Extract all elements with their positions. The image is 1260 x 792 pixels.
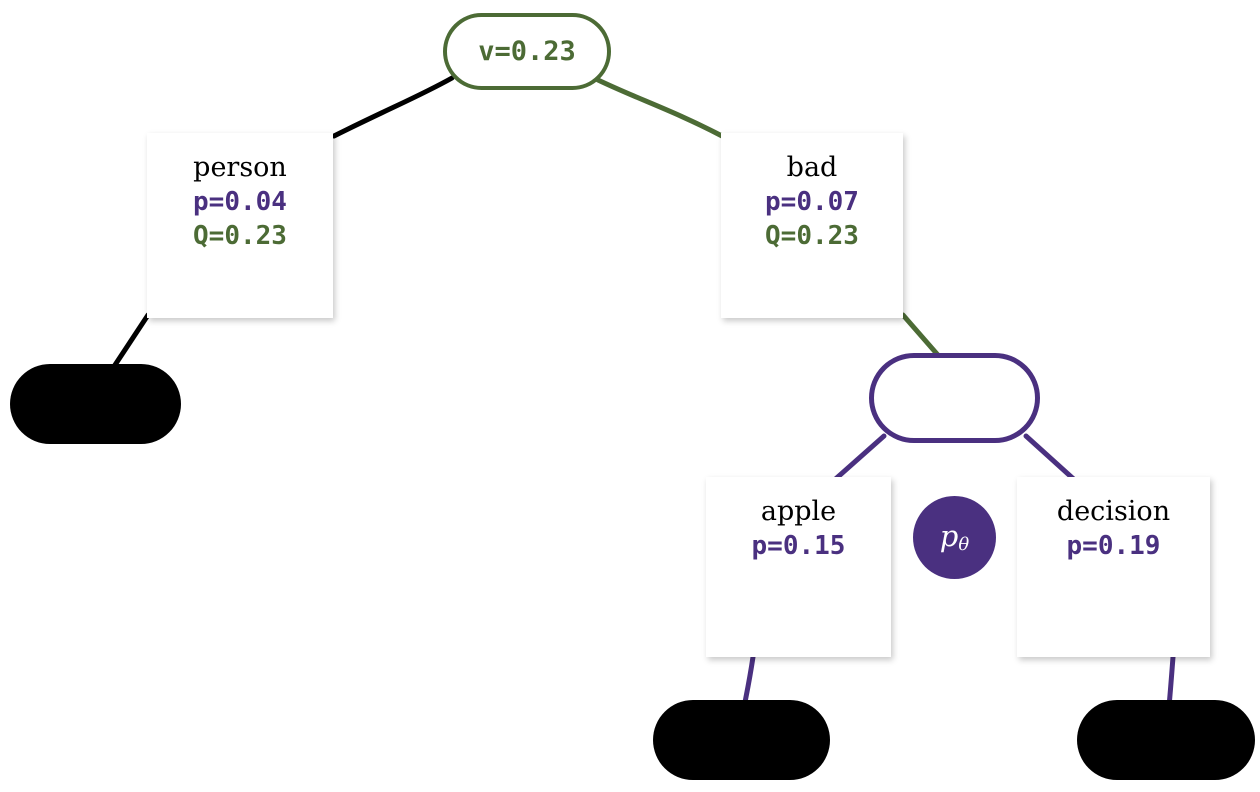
- prior-probability-label: p=0.15: [751, 530, 846, 561]
- truncated-node-left[interactable]: [10, 364, 181, 444]
- token-card-decision[interactable]: decision p=0.19: [1017, 477, 1210, 657]
- token-card-person[interactable]: person p=0.04 Q=0.23: [147, 133, 333, 318]
- token-label: decision: [1056, 496, 1171, 527]
- policy-model-subscript: θ: [958, 533, 970, 555]
- expansion-node[interactable]: [869, 353, 1040, 443]
- edge-root-bad: [595, 77, 725, 139]
- policy-model-badge[interactable]: pθ: [913, 496, 996, 579]
- root-value-node[interactable]: v=0.23: [443, 13, 611, 90]
- prior-probability-label: p=0.19: [1066, 530, 1161, 561]
- prior-probability-label: p=0.07: [765, 186, 859, 217]
- q-value-label: Q=0.23: [765, 221, 859, 252]
- token-label: person: [193, 152, 287, 183]
- token-label: bad: [786, 152, 838, 183]
- truncated-node-decision[interactable]: [1077, 700, 1255, 780]
- root-value-label: v=0.23: [478, 36, 576, 67]
- token-card-apple[interactable]: apple p=0.15: [706, 477, 891, 657]
- edge-person-truncated: [110, 312, 151, 371]
- edge-expansion-decision: [1023, 433, 1081, 486]
- token-label: apple: [760, 496, 837, 527]
- edge-expansion-apple: [828, 433, 887, 486]
- truncated-node-apple[interactable]: [653, 700, 830, 780]
- q-value-label: Q=0.23: [193, 221, 287, 252]
- policy-model-label: pθ: [939, 518, 970, 555]
- prior-probability-label: p=0.04: [193, 186, 287, 217]
- policy-model-symbol: p: [939, 518, 959, 553]
- token-card-bad[interactable]: bad p=0.07 Q=0.23: [721, 133, 903, 318]
- edge-root-person: [331, 75, 455, 139]
